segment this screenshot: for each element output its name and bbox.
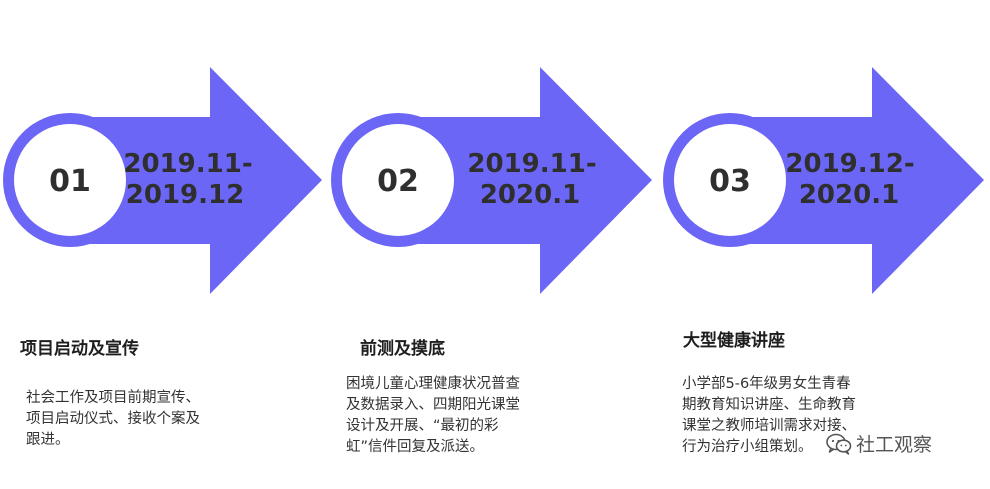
watermark-text: 社工观察 — [856, 434, 933, 456]
step-1-arrow — [70, 67, 322, 294]
step-2-desc-line: 设计及开展、“最初的彩 — [346, 418, 499, 434]
step-1-title: 项目启动及宣传 — [20, 339, 139, 359]
step-3-date-line1: 2019.12- — [785, 149, 914, 179]
step-1-arrow-group: 01 2019.11- 2019.12 — [3, 67, 322, 294]
step-2-arrow-group: 02 2019.11- 2020.1 — [331, 67, 652, 294]
step-3-desc-line: 小学部5-6年级男女生青春 — [682, 376, 851, 392]
step-1-number: 01 — [49, 164, 91, 199]
step-3-title: 大型健康讲座 — [683, 331, 785, 351]
step-3-desc-line: 行为治疗小组策划。 — [682, 439, 813, 455]
step-2-desc-line: 困境儿童心理健康状况普查 — [346, 376, 520, 392]
step-1-desc-line: 社会工作及项目前期宣传、 — [26, 390, 200, 406]
step-3-description: 小学部5-6年级男女生青春 期教育知识讲座、生命教育 课堂之教师培训需求对接、 … — [682, 374, 856, 458]
step-2-number: 02 — [377, 164, 419, 199]
step-2-circle-inner — [342, 124, 454, 236]
step-1-desc-line: 跟进。 — [26, 432, 70, 448]
step-3-date-line2: 2020.1 — [799, 180, 899, 210]
step-3-circle-inner — [674, 124, 786, 236]
watermark: 社工观察 — [826, 430, 932, 457]
step-1-desc-line: 项目启动仪式、接收个案及 — [26, 411, 200, 427]
step-1-description: 社会工作及项目前期宣传、 项目启动仪式、接收个案及 跟进。 — [26, 388, 200, 451]
step-2-desc-line: 虹”信件回复及派送。 — [346, 439, 485, 455]
step-3-desc-line: 期教育知识讲座、生命教育 — [682, 397, 856, 413]
step-2-date-line1: 2019.11- — [467, 149, 596, 179]
step-1-date-line2: 2019.12 — [126, 180, 244, 210]
step-2-desc-line: 及数据录入、四期阳光课堂 — [346, 397, 520, 413]
step-1-date-line1: 2019.11- — [123, 149, 252, 179]
step-3-desc-line: 课堂之教师培训需求对接、 — [682, 418, 856, 434]
step-2-date-line2: 2020.1 — [480, 180, 580, 210]
step-3-arrow-group: 03 2019.12- 2020.1 — [663, 67, 984, 294]
step-3-number: 03 — [709, 164, 751, 199]
step-1-circle-inner — [14, 124, 126, 236]
step-2-description: 困境儿童心理健康状况普查 及数据录入、四期阳光课堂 设计及开展、“最初的彩 虹”… — [346, 374, 520, 458]
step-2-title: 前测及摸底 — [360, 339, 445, 359]
step-2-arrow — [398, 67, 652, 294]
wechat-icon — [826, 433, 852, 455]
step-3-arrow — [730, 67, 984, 294]
